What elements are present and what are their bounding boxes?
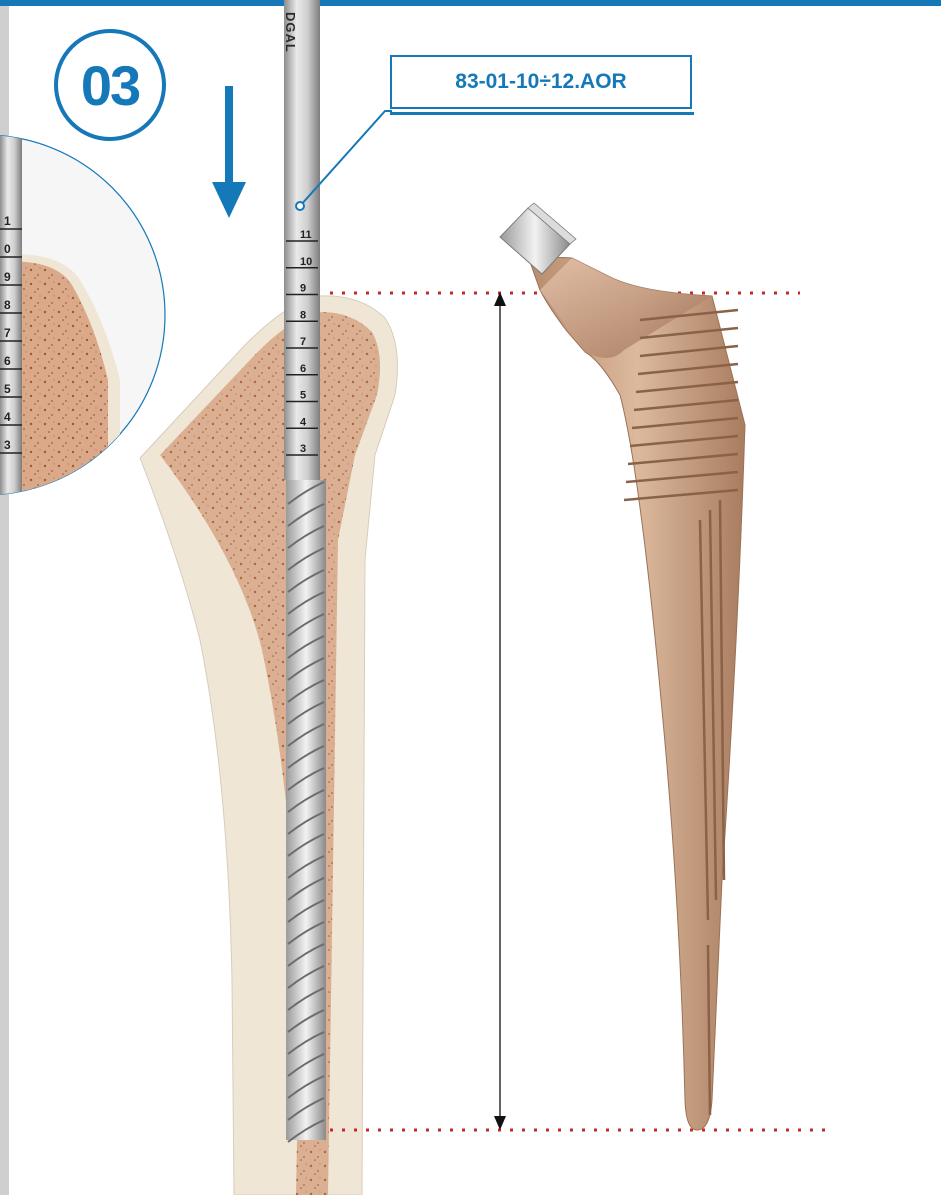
double-arrow-vertical-icon <box>494 292 506 1130</box>
scale-label: 7 <box>300 336 306 348</box>
zoom-scale-label: 0 <box>4 242 11 256</box>
zoom-scale-label: 3 <box>4 438 11 452</box>
step-number-badge: 03 <box>54 29 166 141</box>
femur-cross-section <box>140 296 397 1195</box>
zoom-scale-label: 8 <box>4 298 11 312</box>
rasp-instrument: 11 10 9 8 7 6 5 4 3 <box>284 0 326 1142</box>
scale-label: 3 <box>300 443 306 455</box>
instrument-code-label: 83-01-10÷12.AOR <box>390 55 692 109</box>
zoom-scale-label: 4 <box>4 410 11 424</box>
scale-label: 4 <box>300 416 307 428</box>
arrow-down-icon <box>212 86 246 218</box>
zoom-scale-label: 6 <box>4 354 11 368</box>
scale-label: 5 <box>300 390 306 402</box>
zoom-scale-label: 7 <box>4 326 11 340</box>
scale-label: 10 <box>300 256 312 268</box>
scale-label: 8 <box>300 309 306 321</box>
scale-label: 9 <box>300 283 306 295</box>
scale-label: 11 <box>300 229 312 241</box>
code-label-underline <box>390 112 694 115</box>
zoom-scale-label: 5 <box>4 382 11 396</box>
level-guide-lines <box>330 293 830 1130</box>
zoom-scale-label: 1 <box>4 214 11 228</box>
instrument-brand-text: DGAL <box>283 12 298 53</box>
scale-label: 6 <box>300 363 306 375</box>
zoom-scale-label: 9 <box>4 270 11 284</box>
hip-stem-implant <box>500 203 745 1130</box>
